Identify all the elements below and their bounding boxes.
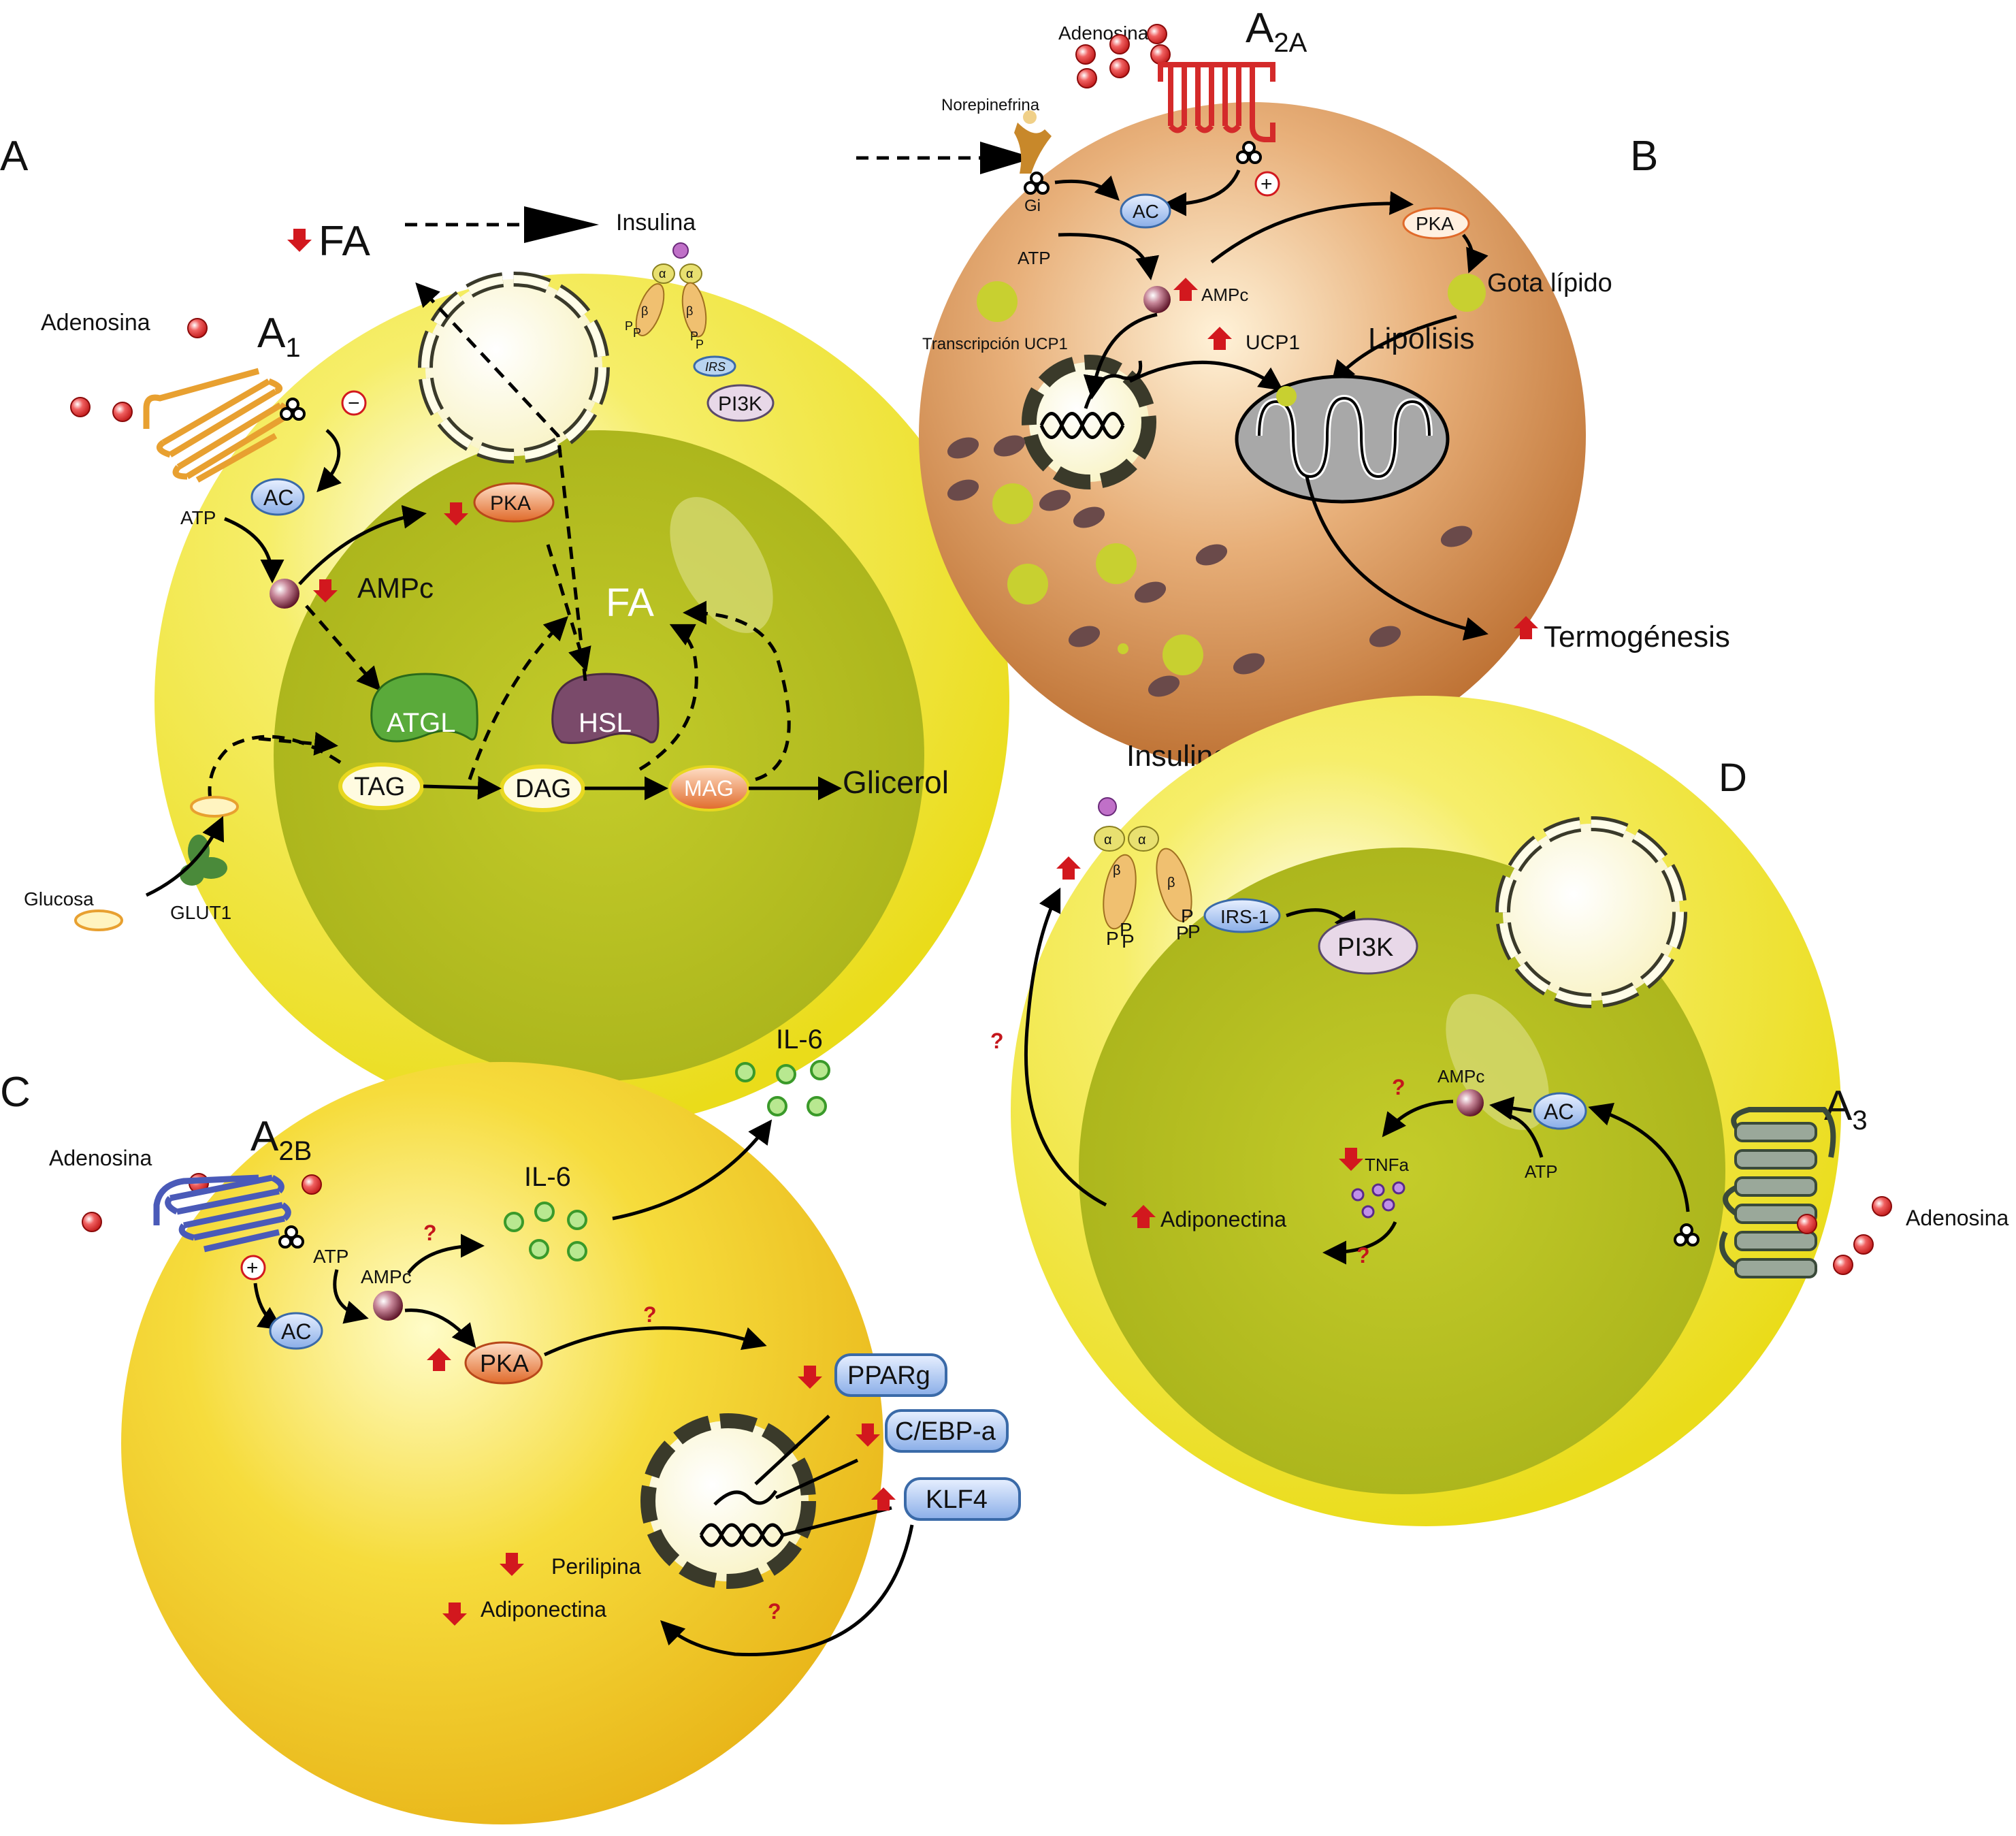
svg-text:TAG: TAG — [354, 773, 405, 801]
svg-text:P: P — [633, 326, 641, 340]
lipid-drop-b — [1448, 274, 1486, 312]
receptor-a2a: A2A — [1246, 5, 1307, 58]
ampc-label-b: AMPc — [1201, 285, 1248, 305]
svg-text:AC: AC — [263, 485, 293, 510]
receptor-a1: A1 — [257, 310, 301, 363]
norepinefrine-receptor — [1014, 110, 1052, 174]
il6-top-label: IL-6 — [776, 1025, 823, 1054]
tnfa-label: TNFa — [1365, 1155, 1410, 1175]
glucose-outside — [76, 911, 122, 930]
svg-text:PI3K: PI3K — [1337, 933, 1393, 962]
ucp1-label: UCP1 — [1246, 332, 1300, 354]
adiponectina-label-d: Adiponectina — [1160, 1207, 1286, 1231]
svg-text:α: α — [686, 267, 693, 280]
svg-text:P: P — [696, 338, 704, 351]
svg-text:PI3K: PI3K — [718, 393, 762, 415]
svg-text:KLF4: KLF4 — [926, 1485, 988, 1514]
svg-text:ATGL: ATGL — [387, 708, 456, 738]
svg-text:β: β — [1167, 875, 1175, 890]
svg-text:AC: AC — [1133, 201, 1159, 222]
panel-label-b: B — [1630, 133, 1658, 180]
svg-text:P: P — [625, 319, 633, 333]
svg-text:α: α — [1104, 833, 1112, 848]
svg-text:P: P — [1106, 928, 1119, 949]
adenosina-label-a: Adenosina — [41, 310, 150, 336]
gi-label: Gi — [1024, 197, 1041, 215]
glucosa-label: Glucosa — [24, 888, 94, 909]
svg-text:AC: AC — [1544, 1099, 1574, 1124]
svg-text:β: β — [641, 304, 648, 318]
fa-center-label: FA — [606, 581, 654, 625]
svg-text:+: + — [1261, 173, 1273, 195]
ampc-ball-c — [373, 1291, 403, 1321]
panel-c: C Adenosina A2B + AC ATP AMPc ? IL-6 IL-… — [0, 1025, 1020, 1824]
atp-label-b: ATP — [1018, 248, 1051, 268]
svg-text:?: ? — [423, 1221, 437, 1245]
svg-text:α: α — [659, 267, 666, 280]
fa-top-label: FA — [319, 218, 370, 265]
svg-text:IRS: IRS — [705, 360, 726, 374]
norepinefrina-label: Norepinefrina — [941, 96, 1040, 114]
svg-text:AC: AC — [281, 1319, 311, 1344]
svg-text:IRS-1: IRS-1 — [1220, 906, 1269, 927]
ampc-label-a: AMPc — [357, 572, 434, 604]
panel-label-d: D — [1719, 756, 1747, 800]
perilipina-label: Perilipina — [551, 1554, 641, 1579]
svg-text:PKA: PKA — [490, 492, 531, 515]
atp-label-c: ATP — [313, 1246, 348, 1267]
glut1-label: GLUT1 — [170, 902, 231, 923]
panel-d: D Insulina α α β β PPP PPP IRS-1 PI3K ? … — [990, 696, 2009, 1526]
svg-text:PPARg: PPARg — [847, 1362, 930, 1390]
adiponectina-label-c: Adiponectina — [481, 1597, 606, 1622]
svg-text:−: − — [348, 392, 360, 415]
ampc-label-c: AMPc — [361, 1266, 412, 1287]
panel-label-c: C — [0, 1069, 31, 1116]
ampc-ball-a — [270, 579, 299, 609]
svg-text:β: β — [686, 304, 693, 318]
svg-text:?: ? — [1356, 1243, 1370, 1268]
glicerol-label: Glicerol — [843, 764, 949, 800]
glucose-pill-a — [191, 797, 238, 816]
atp-label-a: ATP — [180, 507, 216, 528]
svg-text:PKA: PKA — [480, 1349, 529, 1377]
gota-label: Gota lípido — [1487, 269, 1612, 297]
svg-text:?: ? — [643, 1302, 657, 1327]
svg-text:DAG: DAG — [515, 775, 571, 803]
svg-text:β: β — [1113, 863, 1121, 878]
adenosina-label-c: Adenosina — [49, 1146, 152, 1170]
ampc-ball-d — [1457, 1089, 1484, 1116]
svg-text:PKA: PKA — [1416, 213, 1454, 234]
svg-text:P: P — [1122, 931, 1135, 952]
termogenesis-label: Termogénesis — [1544, 620, 1730, 654]
adenosina-label-b: Adenosina — [1058, 22, 1149, 44]
svg-text:+: + — [246, 1257, 259, 1279]
ampc-ball-b — [1143, 286, 1171, 313]
svg-text:C/EBP-a: C/EBP-a — [895, 1417, 996, 1446]
svg-text:?: ? — [1392, 1075, 1405, 1099]
adenosina-label-d: Adenosina — [1906, 1206, 2009, 1230]
svg-text:MAG: MAG — [684, 776, 734, 801]
panel-label-a: A — [0, 133, 29, 180]
svg-text:HSL: HSL — [579, 708, 632, 738]
panel-a: A FA Insulina α α β β PP PP IRS PI3K Ade… — [0, 133, 1009, 1129]
svg-text:P: P — [1176, 922, 1189, 944]
ampc-label-d: AMPc — [1437, 1066, 1484, 1086]
svg-text:?: ? — [768, 1599, 781, 1624]
insulina-label-a: Insulina — [616, 210, 696, 236]
atp-label-d: ATP — [1525, 1161, 1558, 1182]
svg-text:?: ? — [990, 1029, 1004, 1053]
svg-text:α: α — [1138, 833, 1146, 848]
il6-inner-label: IL-6 — [524, 1162, 571, 1192]
transcripcion-label: Transcripción UCP1 — [922, 335, 1068, 353]
svg-text:P: P — [1188, 921, 1201, 942]
